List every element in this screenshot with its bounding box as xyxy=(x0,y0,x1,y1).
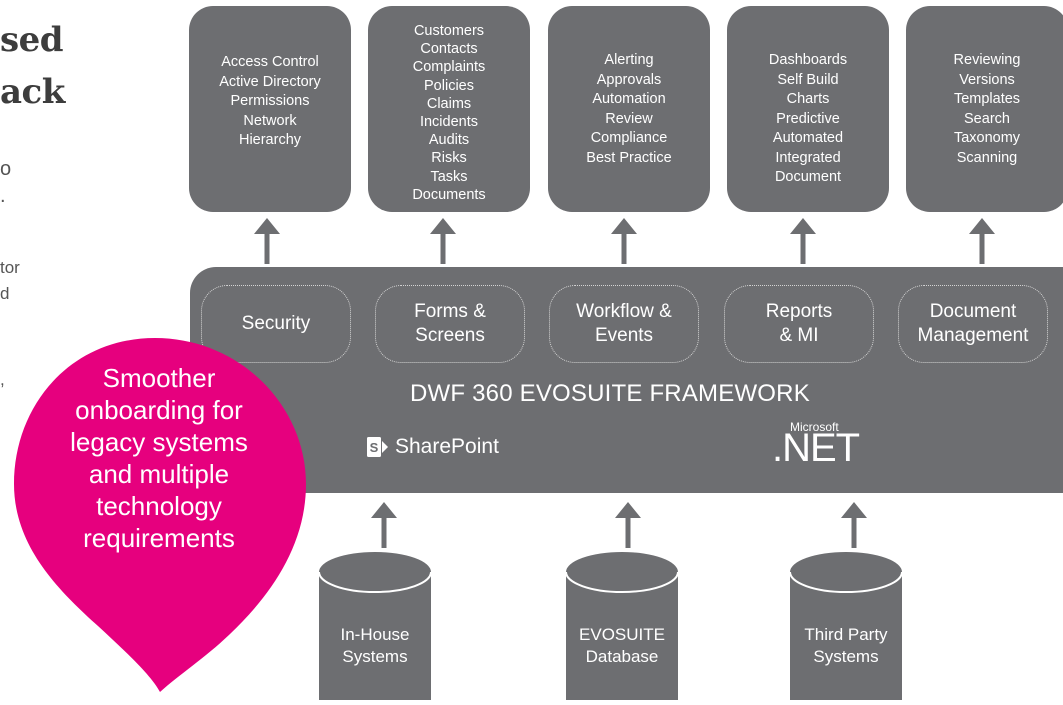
module-security: Security xyxy=(201,285,351,363)
source-label: Database xyxy=(585,647,659,666)
source-label: In-House xyxy=(340,625,410,644)
arrow-up-icon xyxy=(254,218,280,264)
svg-text:S: S xyxy=(370,440,379,455)
capability-item: Customers xyxy=(413,23,485,39)
sharepoint-label: SharePoint xyxy=(395,435,499,458)
database-cylinder-icon xyxy=(789,552,903,700)
paragraph-fragment-4: d xyxy=(0,284,10,303)
capability-item: Active Directory xyxy=(219,73,321,90)
capability-item: Complaints xyxy=(412,59,486,76)
arrow-up-icon xyxy=(611,218,637,264)
capability-item: Versions xyxy=(959,71,1015,88)
capability-box-document: Reviewing Versions Templates Search Taxo… xyxy=(906,6,1063,212)
capability-item: Dashboards xyxy=(768,52,848,68)
arrow-up-icon xyxy=(790,218,816,264)
capability-item: Taxonomy xyxy=(953,130,1021,146)
framework-title: DWF 360 EVOSUITE FRAMEWORK xyxy=(410,380,810,407)
source-label: Third Party xyxy=(804,625,888,644)
callout-line: onboarding for xyxy=(75,395,243,425)
module-label: Document xyxy=(929,301,1017,322)
capability-item: Self Build xyxy=(777,71,839,88)
module-document-management: Document Management xyxy=(898,285,1048,363)
capability-item: Hierarchy xyxy=(238,132,302,148)
capability-box-reports: Dashboards Self Build Charts Predictive … xyxy=(727,6,889,212)
capability-item: Tasks xyxy=(430,168,468,185)
module-label: Workflow & xyxy=(576,301,672,322)
microsoft-label: Microsoft xyxy=(790,420,839,434)
sharepoint-logo: S SharePoint xyxy=(367,432,499,462)
callout-line: Smoother xyxy=(102,363,216,393)
database-cylinder-icon xyxy=(318,552,432,700)
arrow-up-icon xyxy=(841,502,867,548)
capability-item: Access Control xyxy=(221,54,319,70)
module-forms-screens: Forms & Screens xyxy=(375,285,525,363)
module-label: Security xyxy=(241,313,311,334)
capability-item: Alerting xyxy=(604,52,654,68)
arrow-up-icon xyxy=(371,502,397,548)
callout-line: technology xyxy=(96,491,222,521)
callout-bubble xyxy=(14,338,306,692)
source-third-party-systems: Third Party Systems xyxy=(789,550,903,700)
capability-item: Documents xyxy=(412,186,486,203)
capability-item: Claims xyxy=(426,95,472,112)
module-label: Forms & xyxy=(414,301,486,322)
capability-item: Charts xyxy=(786,91,830,107)
capability-item: Network xyxy=(243,112,297,129)
source-inhouse-systems: In-House Systems xyxy=(318,550,432,700)
module-workflow-events: Workflow & Events xyxy=(549,285,699,363)
paragraph-fragment-2: . xyxy=(0,185,6,207)
paragraph-fragment-1: o xyxy=(0,158,12,180)
module-reports-mi: Reports & MI xyxy=(724,285,874,363)
callout-text: Smoother onboarding for legacy systems a… xyxy=(30,362,288,554)
callout-line: legacy systems xyxy=(70,427,248,457)
capability-item: Incidents xyxy=(419,114,479,131)
callout-line: and multiple xyxy=(88,459,230,489)
capability-item: Review xyxy=(605,110,653,127)
sharepoint-logo-icon: S xyxy=(367,437,388,457)
capability-item: Document xyxy=(774,169,842,185)
capability-box-security: Access Control Active Directory Permissi… xyxy=(189,6,351,212)
source-label: Systems xyxy=(813,647,879,666)
capability-item: Reviewing xyxy=(953,52,1021,68)
capability-item: Audits xyxy=(428,132,470,149)
module-label: Reports xyxy=(765,301,833,322)
capability-item: Integrated xyxy=(775,149,841,166)
database-cylinder-icon xyxy=(565,552,679,700)
capability-item: Risks xyxy=(431,150,467,167)
capability-item: Templates xyxy=(953,91,1021,107)
capability-box-forms: Customers Contacts Complaints Policies C… xyxy=(368,6,530,212)
arrow-up-icon xyxy=(615,502,641,548)
capability-item: Automation xyxy=(592,91,666,107)
module-label: Management xyxy=(917,325,1029,346)
dotnet-label: .NET xyxy=(772,426,860,470)
arrow-up-icon xyxy=(969,218,995,264)
source-label: Systems xyxy=(342,647,408,666)
capability-item: Predictive xyxy=(776,110,840,127)
heading-fragment-2: ack xyxy=(0,72,65,112)
capability-item: Best Practice xyxy=(586,149,672,166)
module-label: Events xyxy=(594,325,654,346)
capability-item: Approvals xyxy=(596,71,662,88)
capability-item: Automated xyxy=(772,130,844,146)
source-evosuite-database: EVOSUITE Database xyxy=(565,550,679,700)
callout-line: requirements xyxy=(83,523,235,553)
paragraph-fragment-3: tor xyxy=(0,258,20,277)
capability-item: Compliance xyxy=(590,130,668,146)
heading-fragment-1: sed xyxy=(0,20,64,60)
capability-item: Permissions xyxy=(230,93,310,109)
capability-item: Contacts xyxy=(420,41,478,58)
paragraph-fragment-5: , xyxy=(0,370,5,389)
capability-item: Search xyxy=(964,110,1010,127)
capability-item: Scanning xyxy=(956,149,1018,166)
capability-box-workflow: Alerting Approvals Automation Review Com… xyxy=(548,6,710,212)
module-label: Screens xyxy=(415,325,485,346)
module-label: & MI xyxy=(779,325,819,346)
source-label: EVOSUITE xyxy=(579,625,665,644)
arrow-up-icon xyxy=(430,218,456,264)
capability-item: Policies xyxy=(424,77,474,94)
